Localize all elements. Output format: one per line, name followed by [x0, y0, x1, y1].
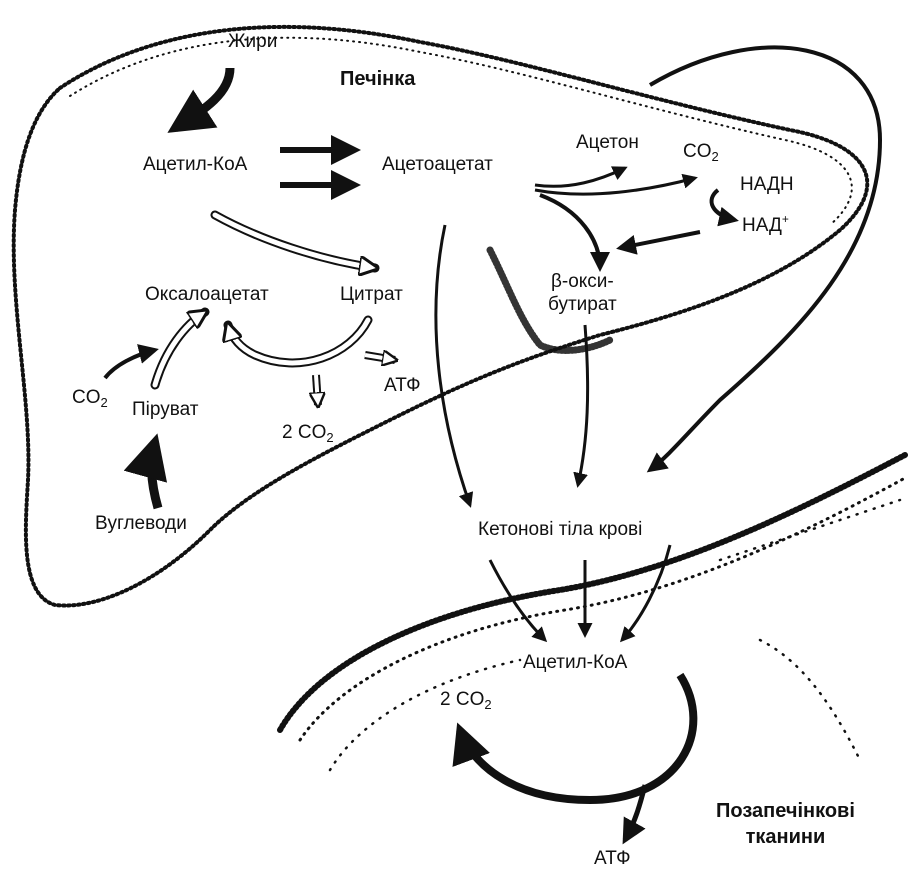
two-co2-liver-main: 2 CO: [282, 422, 326, 443]
carbohydrates-label: Вуглеводи: [95, 514, 187, 535]
two-co2-tissue-subscript: 2: [484, 697, 491, 712]
co2-top-label: CO2: [683, 142, 719, 164]
acetoacetate-to-blood-arrow: [436, 225, 470, 505]
beta-hydroxybutyrate-line1: β-окси-: [548, 271, 617, 294]
carbohydrates-to-pyruvate-arrow: [152, 442, 158, 508]
tissue-cycle-arrow: [460, 675, 693, 800]
nad-superscript: +: [782, 212, 789, 226]
pyruvate-label: Піруват: [132, 400, 198, 421]
extrahepatic-line1: Позапечінкові: [716, 798, 855, 824]
acetoacetate-to-hydroxybutyrate-arrow: [540, 195, 600, 268]
blood-ketone-bodies-label: Кетонові тіла крові: [478, 520, 642, 541]
two-co2-tissue-label: 2 CO2: [440, 690, 492, 712]
beta-hydroxybutyrate-line2: бутират: [548, 294, 617, 317]
two-co2-tissue-main: 2 CO: [440, 689, 484, 710]
oxaloacetate-to-citrate-open-arrow: [215, 215, 375, 268]
nad-label: НАД+: [742, 213, 789, 237]
co2-top-main: CO: [683, 141, 712, 162]
citrate-label: Цитрат: [340, 285, 403, 306]
nadh-to-nad-arrow: [712, 190, 735, 220]
extrahepatic-tissues-title: Позапечінкові тканини: [716, 798, 855, 850]
atp-tissue-label: АТФ: [594, 849, 631, 870]
oxaloacetate-label: Оксалоацетат: [145, 285, 269, 306]
tissue-outline: [280, 455, 905, 770]
nad-to-hydroxybutyrate-arrow: [620, 232, 700, 248]
acetone-label: Ацетон: [576, 133, 639, 154]
pyruvate-to-oxaloacetate-open-arrow: [155, 312, 205, 385]
citrate-to-oxaloacetate-open-arrow: [228, 320, 368, 363]
two-co2-liver-label: 2 CO2: [282, 423, 334, 445]
extrahepatic-line2: тканини: [716, 824, 855, 850]
co2-left-main: CO: [72, 387, 101, 408]
co2-to-carboxylation-arrow: [105, 350, 155, 378]
co2-left-subscript: 2: [101, 395, 108, 410]
atp-liver-label: АТФ: [384, 376, 421, 397]
liver-title: Печінка: [340, 68, 415, 90]
acetoacetate-to-acetone-arrow: [535, 168, 625, 186]
acetyl-coa-liver-label: Ацетил-КоА: [143, 155, 247, 176]
nadh-label: НАДН: [740, 175, 794, 196]
co2-top-subscript: 2: [712, 149, 719, 164]
fats-label: Жири: [228, 32, 277, 53]
beta-hydroxybutyrate-label: β-окси- бутират: [548, 271, 617, 317]
acetoacetate-label: Ацетоацетат: [382, 155, 493, 176]
acetyl-coa-tissue-label: Ацетил-КоА: [523, 653, 627, 674]
two-co2-liver-subscript: 2: [326, 430, 333, 445]
co2-left-label: CO2: [72, 388, 108, 410]
blood-loop-arrow: [650, 47, 880, 470]
nad-main: НАД: [742, 215, 782, 236]
fats-to-acetylcoa-arrow: [175, 68, 230, 128]
